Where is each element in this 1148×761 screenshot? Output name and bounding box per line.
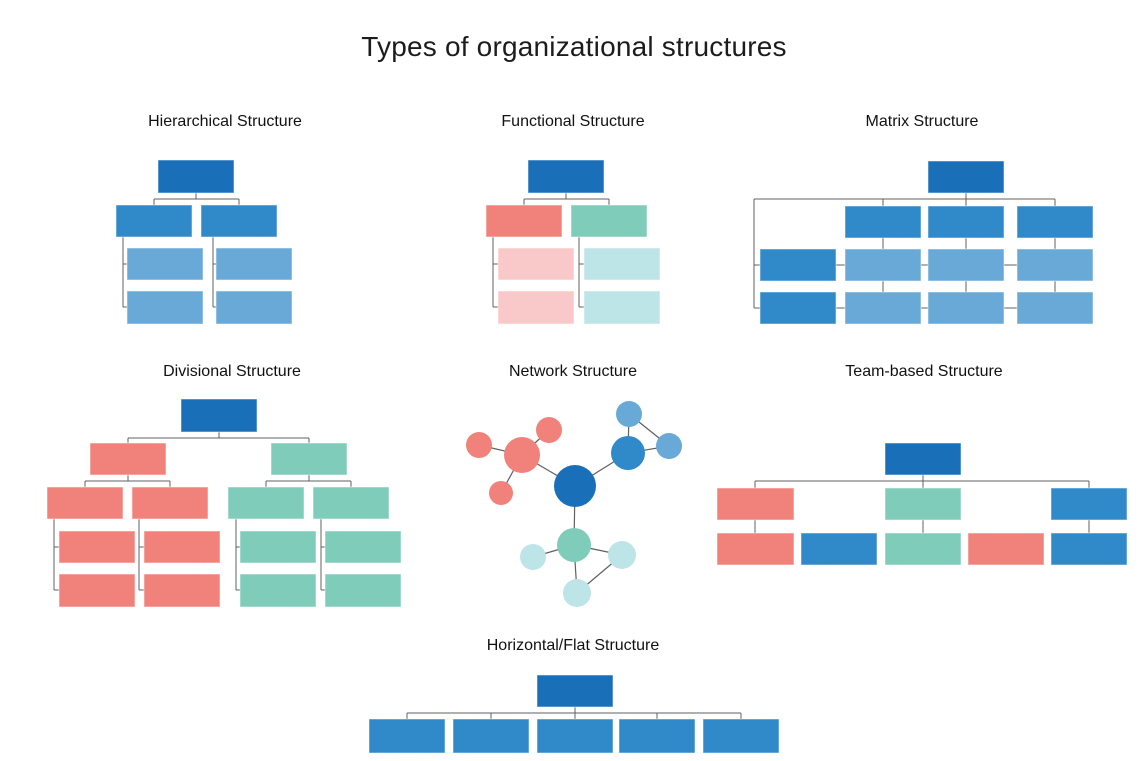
panel-title-network: Network Structure [508,363,638,380]
team-based-box [716,487,795,521]
network-node-satellite [536,417,562,443]
panel-title-divisional: Divisional Structure [163,363,301,380]
divisional-box [143,573,221,608]
matrix-box [927,248,1005,282]
functional-box [497,290,575,325]
divisional-box [324,530,402,564]
panel-horizontal-flat [368,674,780,754]
matrix-box [1016,291,1094,325]
matrix-box [927,291,1005,325]
divisional-box [180,398,258,433]
hierarchical-box [215,247,293,281]
matrix-box [1016,205,1094,239]
hierarchical-box [215,290,293,325]
divisional-box [239,573,317,608]
panel-divisional [46,398,402,608]
matrix-box [927,160,1005,194]
panel-hierarchical [115,159,293,325]
functional-box [583,290,661,325]
team-based-box [1050,487,1128,521]
functional-box [583,247,661,281]
panel-title-matrix: Matrix Structure [865,113,979,130]
team-based-box [716,532,795,566]
hierarchical-box [157,159,235,194]
horizontal-flat-box [702,718,780,754]
divisional-box [46,486,124,520]
horizontal-flat-box [618,718,696,754]
network-node-satellite [656,433,682,459]
functional-box [570,204,648,238]
functional-box [527,159,605,194]
network-node-hub [504,437,540,473]
network-node-satellite [489,481,513,505]
network-node-satellite [608,541,636,569]
page-title: Types of organizational structures [361,31,787,62]
team-based-box [884,442,962,476]
matrix-box [927,205,1005,239]
matrix-box [844,248,922,282]
divisional-box [324,573,402,608]
team-based-box [1050,532,1128,566]
panel-title-hierarchical: Hierarchical Structure [148,113,302,130]
network-node-satellite [616,401,642,427]
panel-network [466,401,682,607]
team-based-box [967,532,1045,566]
panel-title-team-based: Team-based Structure [845,363,1003,380]
matrix-box [1016,248,1094,282]
hierarchical-box [126,247,204,281]
horizontal-flat-box [368,718,446,754]
divisional-box [270,442,348,476]
functional-box [497,247,575,281]
functional-box [485,204,563,238]
team-based-box [884,487,962,521]
matrix-box [844,205,922,239]
divisional-box [312,486,390,520]
network-node-central [554,465,596,507]
matrix-box [844,291,922,325]
network-node-satellite [563,579,591,607]
matrix-box [759,248,837,282]
divisional-box [239,530,317,564]
network-node-satellite [466,432,492,458]
panel-title-horizontal-flat: Horizontal/Flat Structure [486,637,660,654]
panel-title-functional: Functional Structure [501,113,645,130]
network-node-satellite [520,544,546,570]
divisional-box [143,530,221,564]
hierarchical-box [126,290,204,325]
hierarchical-box [200,204,278,238]
team-based-box [800,532,878,566]
divisional-box [58,530,136,564]
team-based-box [884,532,962,566]
horizontal-flat-box [452,718,530,754]
network-node-hub [557,528,591,562]
divisional-box [131,486,209,520]
panel-functional [485,159,661,325]
network-node-hub [611,436,645,470]
panel-matrix [753,160,1094,325]
horizontal-flat-box [536,718,614,754]
divisional-box [227,486,305,520]
panel-team-based [716,442,1128,566]
divisional-box [89,442,167,476]
horizontal-flat-box [536,674,614,708]
divisional-box [58,573,136,608]
matrix-box [759,291,837,325]
hierarchical-box [115,204,193,238]
